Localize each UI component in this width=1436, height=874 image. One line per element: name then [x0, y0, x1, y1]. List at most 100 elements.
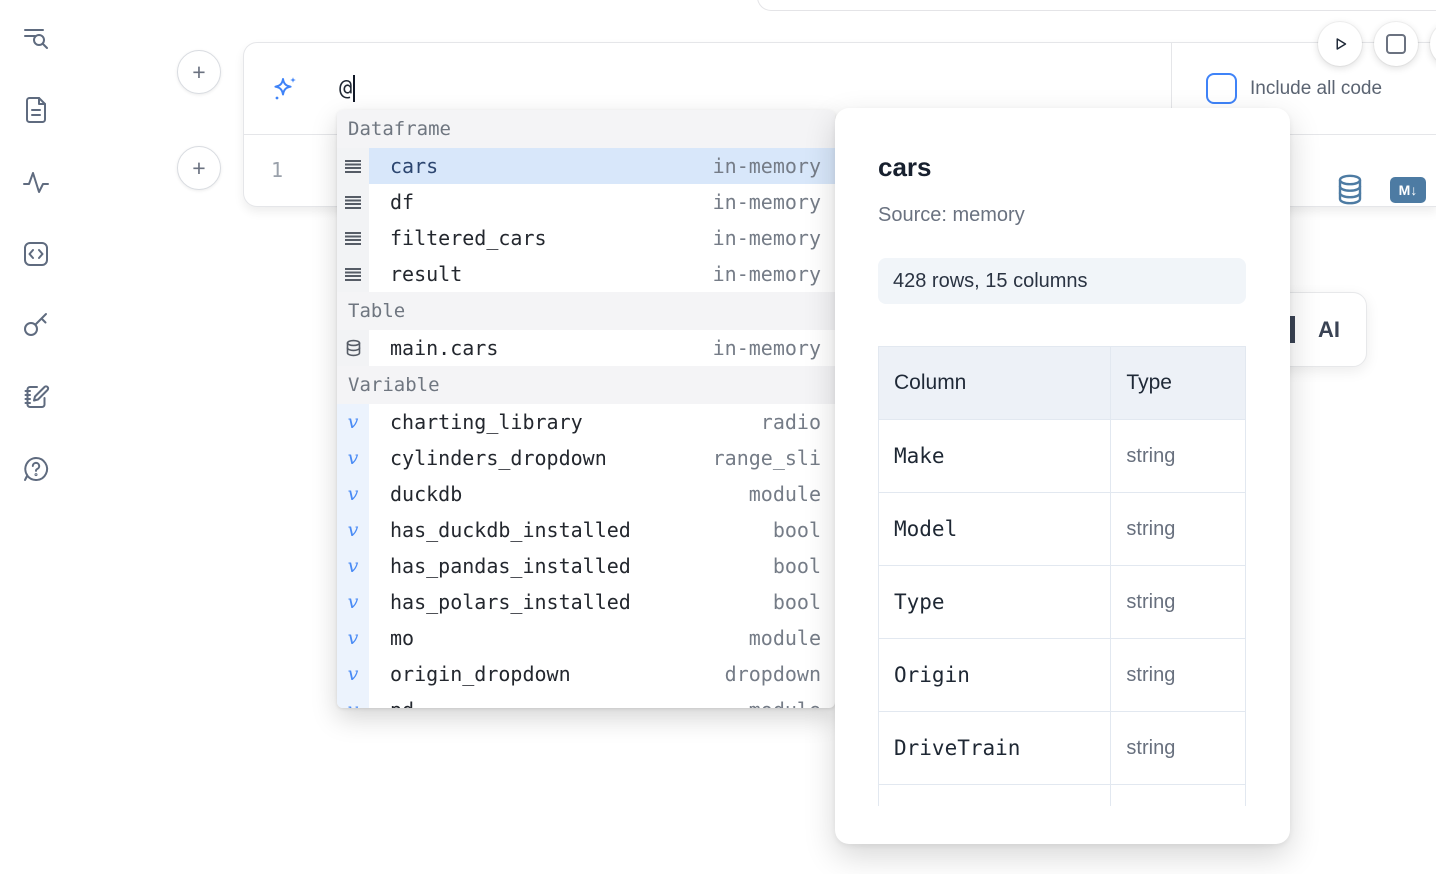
autocomplete-item-cylinders-dropdown[interactable]: v cylinders_dropdown range_sli — [337, 440, 835, 476]
column-header: Column — [878, 346, 1112, 420]
column-cell: Origin — [878, 638, 1112, 712]
preview-title: cars — [878, 152, 932, 182]
item-name: charting_library — [390, 410, 583, 434]
previous-cell-edge — [757, 0, 1436, 11]
item-name: cars — [390, 154, 439, 178]
autocomplete-item-mo[interactable]: v mo module — [337, 620, 835, 656]
autocomplete-item-pd-clipped[interactable]: v pd module — [337, 692, 835, 708]
variable-icon: v — [337, 692, 369, 708]
ai-prompt-row[interactable]: @ Include all code — [244, 43, 1436, 134]
item-name: has_duckdb_installed — [390, 518, 631, 542]
autocomplete-item-df[interactable]: df in-memory — [337, 184, 835, 220]
autocomplete-item-filtered-cars[interactable]: filtered_cars in-memory — [337, 220, 835, 256]
schema-table: Column Type Make string Model string Typ… — [878, 346, 1246, 806]
database-action-icon[interactable] — [1333, 172, 1367, 207]
add-cell-below-button[interactable]: + — [177, 146, 221, 190]
autocomplete-item-duckdb[interactable]: v duckdb module — [337, 476, 835, 512]
line-number: 1 — [271, 158, 284, 182]
ai-button-label: AI — [1318, 316, 1340, 342]
column-cell: Make — [878, 419, 1112, 493]
autocomplete-item-has-duckdb-installed[interactable]: v has_duckdb_installed bool — [337, 512, 835, 548]
stop-button[interactable] — [1374, 22, 1418, 66]
item-type: bool — [772, 554, 821, 578]
autocomplete-item-origin-dropdown[interactable]: v origin_dropdown dropdown — [337, 656, 835, 692]
dataframe-rows-icon — [337, 148, 369, 184]
clipped-letter-fragment — [1290, 316, 1295, 343]
column-cell: Model — [878, 492, 1112, 566]
item-type: bool — [772, 590, 821, 614]
item-name: result — [390, 262, 463, 286]
autocomplete-dropdown: Dataframe cars in-memory df in-memory fi… — [337, 110, 835, 708]
text-caret — [353, 75, 356, 102]
table-row-clipped — [878, 784, 1246, 806]
item-type: in-memory — [712, 336, 821, 360]
include-all-code-group: Include all code — [1171, 43, 1436, 134]
include-all-code-checkbox[interactable] — [1206, 73, 1237, 104]
play-icon — [1336, 38, 1347, 50]
markdown-convert-icon[interactable]: M↓ — [1390, 177, 1426, 203]
item-type: in-memory — [712, 154, 821, 178]
run-cell-button[interactable] — [1318, 22, 1362, 66]
activity-icon[interactable] — [20, 166, 52, 198]
item-type: in-memory — [712, 190, 821, 214]
autocomplete-item-cars[interactable]: cars in-memory — [337, 148, 835, 184]
variable-icon: v — [337, 440, 369, 476]
item-name: duckdb — [390, 482, 463, 506]
ai-prompt-input[interactable]: @ — [339, 75, 356, 102]
section-header-table: Table — [337, 292, 835, 330]
item-type: radio — [760, 410, 821, 434]
add-cell-above-button[interactable]: + — [177, 50, 221, 94]
item-type: module — [748, 626, 821, 650]
item-name: has_polars_installed — [390, 590, 631, 614]
item-name: df — [390, 190, 415, 214]
section-header-variable: Variable — [337, 366, 835, 404]
variable-icon: v — [337, 584, 369, 620]
type-cell: string — [1110, 492, 1246, 566]
autocomplete-item-has-polars-installed[interactable]: v has_polars_installed bool — [337, 584, 835, 620]
code-snippet-icon[interactable] — [20, 238, 52, 270]
item-type: in-memory — [712, 226, 821, 250]
variable-icon: v — [337, 620, 369, 656]
item-type: dropdown — [724, 662, 821, 686]
variable-icon: v — [337, 548, 369, 584]
type-header: Type — [1110, 346, 1246, 420]
dataframe-preview-panel: cars Source: memory 428 rows, 15 columns… — [835, 108, 1290, 844]
preview-source: Source: memory — [878, 204, 1025, 226]
help-chat-icon[interactable] — [20, 453, 52, 485]
column-cell: DriveTrain — [878, 711, 1112, 785]
schema-table-container: Column Type Make string Model string Typ… — [878, 346, 1246, 806]
table-row: DriveTrain string — [878, 711, 1246, 785]
item-type: in-memory — [712, 262, 821, 286]
ai-prompt-value: @ — [339, 76, 353, 101]
notebook-edit-icon[interactable] — [20, 381, 52, 413]
item-type: module — [748, 482, 821, 506]
shape-badge: 428 rows, 15 columns — [878, 258, 1246, 304]
table-row: Type string — [878, 565, 1246, 639]
include-all-code-label[interactable]: Include all code — [1250, 77, 1383, 99]
variable-icon: v — [337, 404, 369, 440]
table-row: Origin string — [878, 638, 1246, 712]
autocomplete-item-charting-library[interactable]: v charting_library radio — [337, 404, 835, 440]
dataframe-rows-icon — [337, 256, 369, 292]
table-database-icon — [337, 330, 369, 366]
sparkle-ai-icon — [274, 76, 296, 99]
item-type: range_sli — [712, 446, 821, 470]
item-name: cylinders_dropdown — [390, 446, 607, 470]
autocomplete-item-result[interactable]: result in-memory — [337, 256, 835, 292]
type-cell: string — [1110, 711, 1246, 785]
item-type: module — [739, 698, 821, 708]
column-cell: Type — [878, 565, 1112, 639]
autocomplete-item-main-cars[interactable]: main.cars in-memory — [337, 330, 835, 366]
key-icon[interactable] — [20, 309, 52, 341]
extra-run-control-button[interactable] — [1430, 22, 1436, 66]
item-name: pd — [390, 698, 414, 708]
table-header-row: Column Type — [878, 346, 1246, 420]
type-cell: string — [1110, 638, 1246, 712]
stop-icon — [1386, 34, 1406, 54]
file-text-icon[interactable] — [20, 94, 52, 126]
list-search-icon[interactable] — [20, 22, 52, 54]
autocomplete-item-has-pandas-installed[interactable]: v has_pandas_installed bool — [337, 548, 835, 584]
item-name: origin_dropdown — [390, 662, 571, 686]
table-row: Model string — [878, 492, 1246, 566]
